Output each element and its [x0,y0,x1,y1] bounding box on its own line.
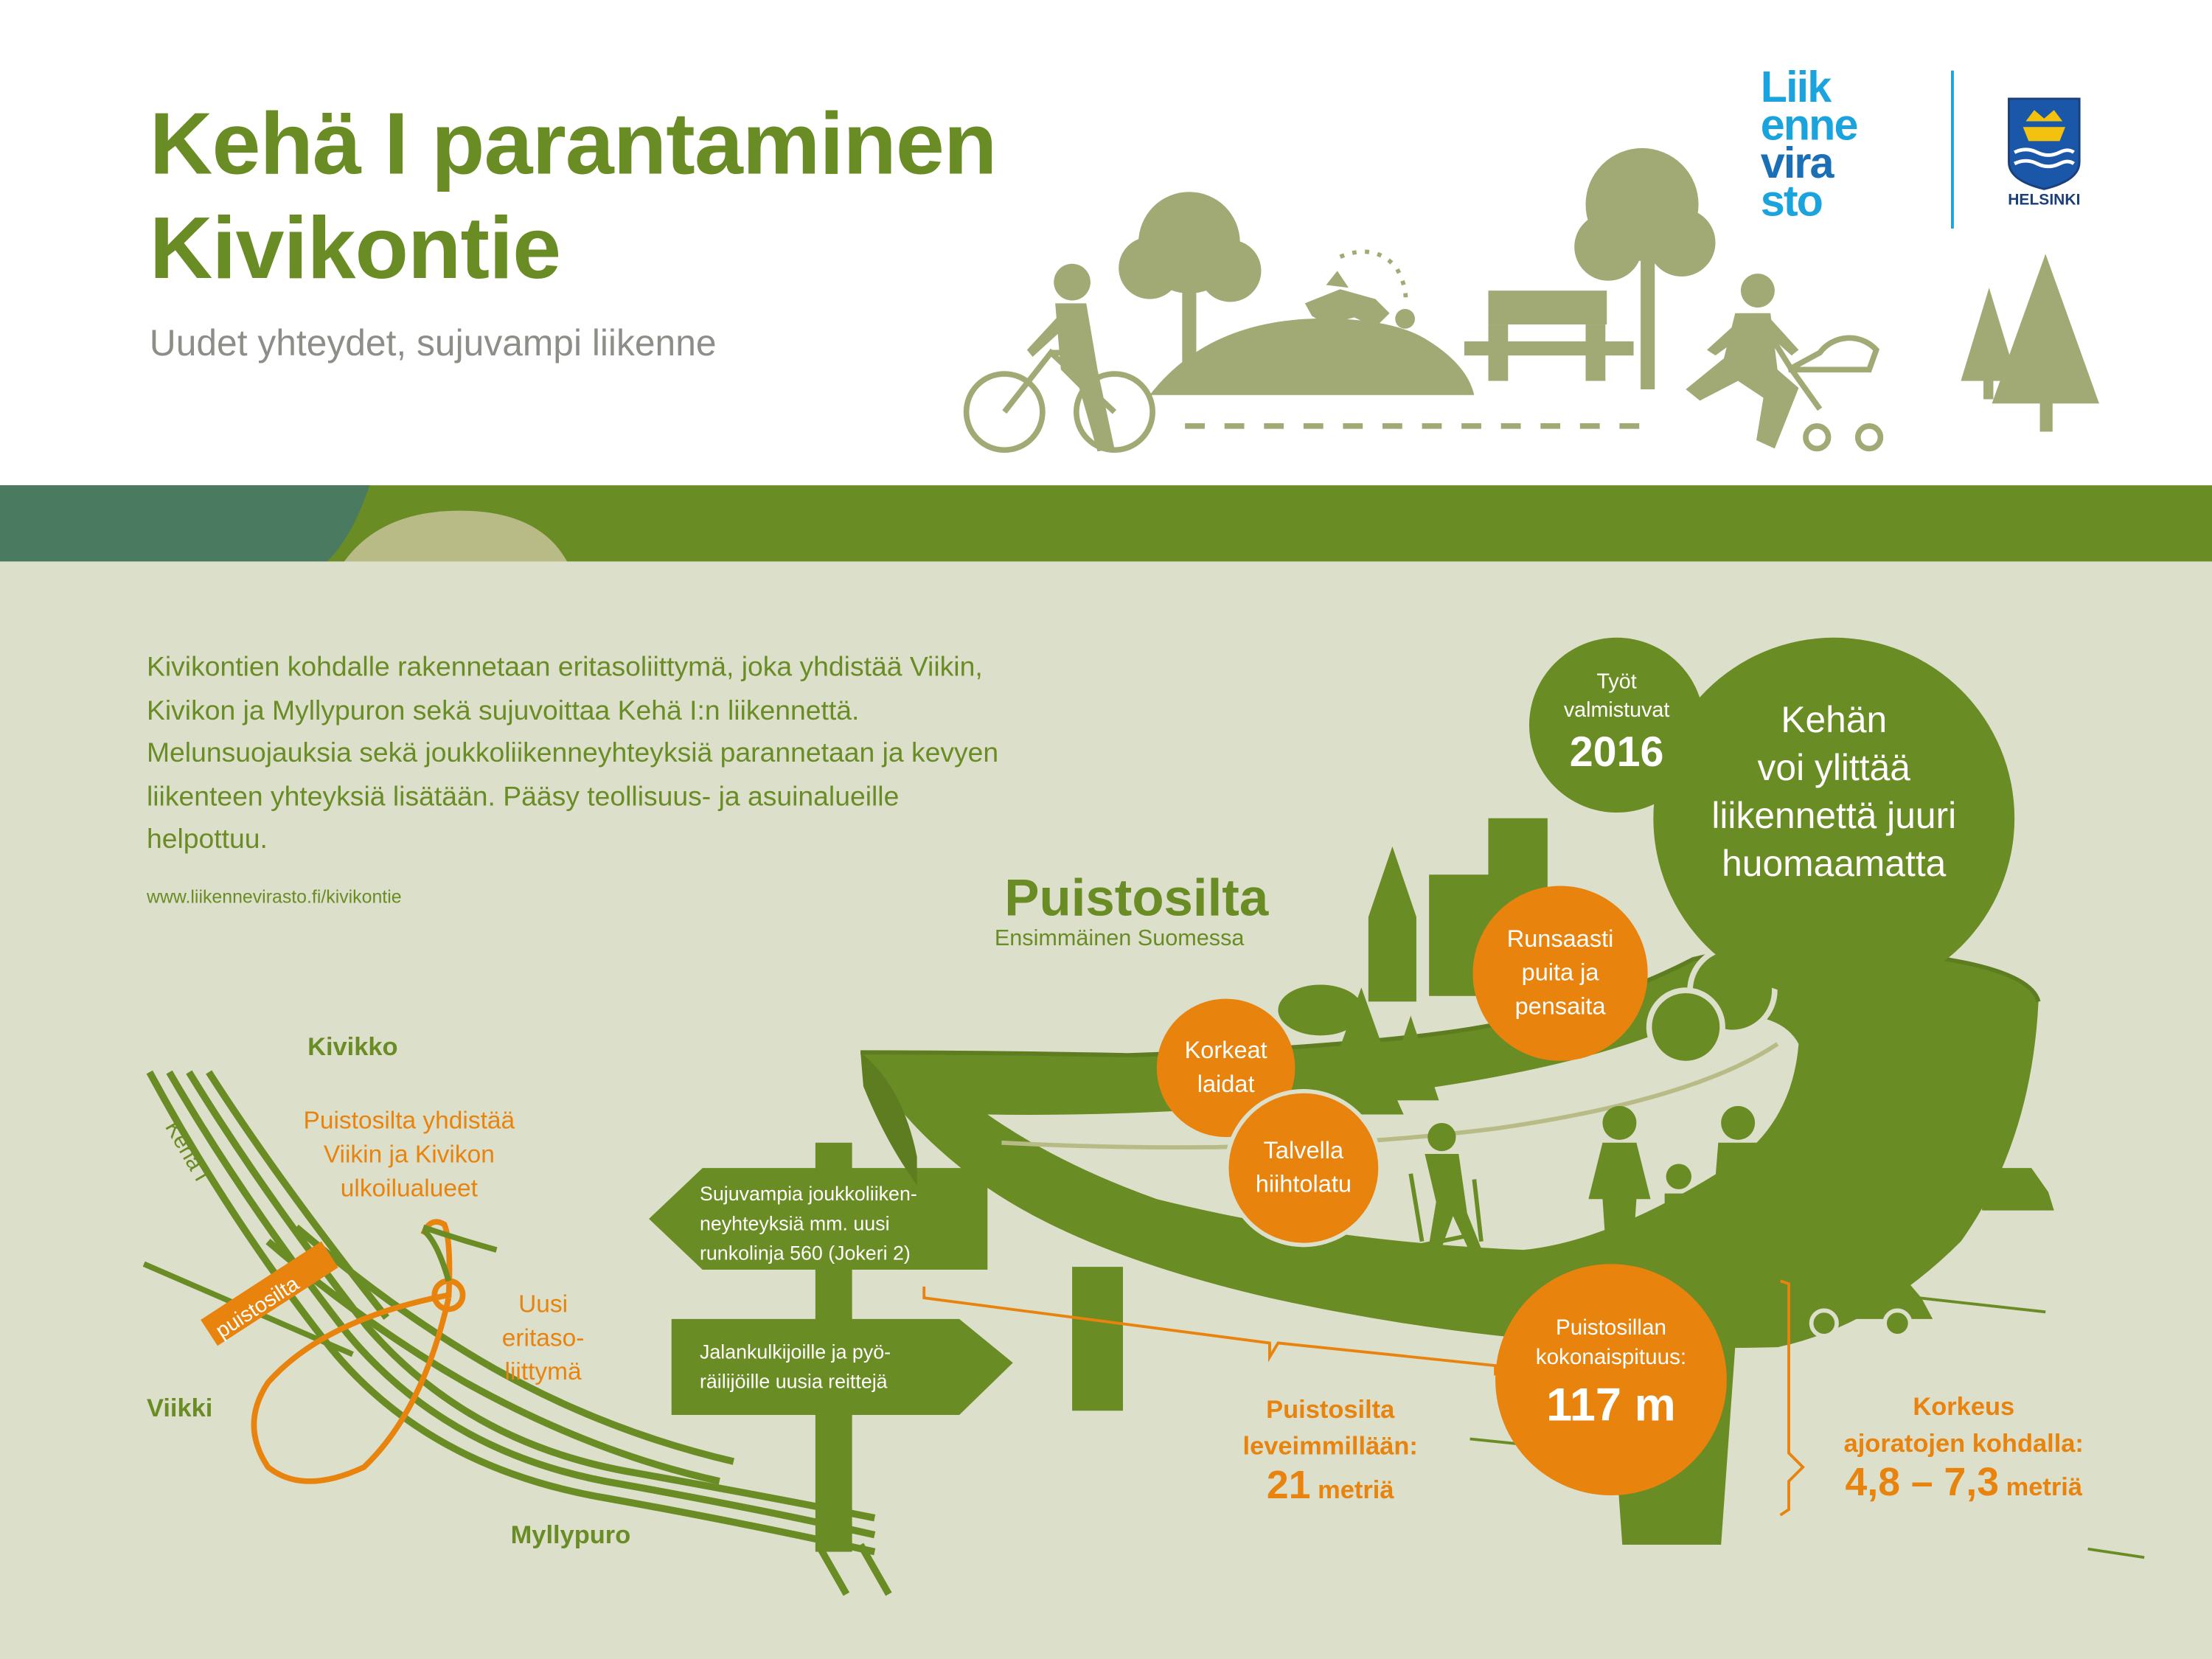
ski-poles [1385,1173,1484,1255]
puistosilta-subtitle: Ensimmäinen Suomessa [994,927,1245,951]
car-icon [1805,1168,2054,1338]
crossing-line: huomaamatta [1722,842,1947,885]
bike-wheel-front [963,371,1046,453]
high-sides-line: Korkeat [1184,1037,1267,1064]
length-label-line: Puistosillan [1555,1316,1666,1340]
cyclist-icon [1026,263,1115,452]
completion-line: Työt [1596,669,1637,695]
height-label-line: ajoratojen kohdalla: [1843,1429,2084,1458]
logo-divider [1951,70,1954,229]
length-label-line: kokonaispituus: [1535,1346,1687,1370]
sign-right-line: räilijöille uusia reittejä [699,1369,888,1393]
bike-wheel-back [1073,371,1155,453]
round-tree-icon [1119,192,1262,375]
sign-left-text: Sujuvampia joukkoliiken- neyhteyksiä mm.… [700,1179,917,1268]
map-note-bridge-line: Viikin ja Kivikon [323,1139,495,1169]
map-note-junction: Uusi eritaso- liittymä [480,1287,607,1388]
small-dog-icon [1808,1114,1855,1150]
header-illustration [963,147,2099,453]
title-line-2: Kivikontie [149,200,561,298]
signpost-icon [649,1142,1013,1552]
band-decoration [0,485,568,562]
dog-icon [1304,271,1390,327]
ball-icon [1395,309,1416,329]
sign-right-text: Jalankulkijoille ja pyö- räilijöille uus… [700,1338,891,1397]
bench-icon [1464,291,1634,381]
height-unit: metriä [2006,1472,2083,1501]
intro-text: Kivikontien kohdalle rakennetaan eritaso… [146,651,999,855]
pine-tree-icon [1961,254,2099,432]
width-value: 21 [1266,1463,1311,1507]
logo-line-4: sto [1760,176,1823,226]
high-sides-bubble: Korkeat laidat [1156,998,1295,1138]
page-title: Kehä I parantaminen Kivikontie [149,93,998,302]
trees-line: Runsaasti [1506,925,1614,953]
map-label-myllypuro: Myllypuro [510,1520,631,1549]
sign-left-line: neyhteyksiä mm. uusi [699,1211,890,1235]
logo-line-3: vira [1760,138,1834,188]
trees-line: pensaita [1514,992,1606,1020]
project-url-link[interactable]: www.liikennevirasto.fi/kivikontie [146,886,402,908]
width-label-line: leveimmillään: [1242,1431,1418,1461]
dimension-brackets [922,1279,1805,1517]
map-note-bridge-line: Puistosilta yhdistää [303,1106,515,1135]
trees-bubble: Runsaasti puita ja pensaita [1472,886,1648,1061]
height-stat: Korkeus ajoratojen kohdalla: 4,8 – 7,3 m… [1809,1388,2119,1506]
width-label-line: Puistosilta [1266,1395,1395,1424]
logo-line-1: Liik [1760,62,1832,112]
map-label-kivikko: Kivikko [307,1032,398,1061]
height-value: 4,8 – 7,3 [1845,1460,2000,1504]
height-label-line: Korkeus [1913,1392,2015,1421]
completion-year: 2016 [1569,729,1664,776]
map-note-junction-line: eritaso- [501,1323,585,1352]
helsinki-label: HELSINKI [2008,192,2081,209]
crossing-line: liikennettä juuri [1711,794,1957,837]
width-unit: metriä [1318,1475,1394,1504]
sign-right-arrow [671,1318,1013,1416]
page-subtitle: Uudet yhteydet, sujuvampi liikenne [149,321,717,364]
ski-trail-line: Talvella [1263,1137,1344,1164]
sign-left-line: runkolinja 560 (Jokeri 2) [699,1241,911,1265]
ski-trail-line: hiihtolatu [1255,1171,1352,1198]
stroller-icon [1787,335,1880,373]
crossing-bubble: Kehän voi ylittää liikennettä juuri huom… [1653,637,2015,999]
title-line-1: Kehä I parantaminen [149,96,998,194]
liikennevirasto-logo: Liik enne vira sto [1760,62,1916,226]
helsinki-crest-icon [2008,97,2081,190]
trees-line: puita ja [1521,959,1599,987]
runner-icon [1686,274,1799,449]
map-label-viikki: Viikki [146,1394,213,1422]
sign-right-line: Jalankulkijoille ja pyö- [699,1340,891,1363]
church-tower-icon [1368,846,1416,1002]
skier-icon [1425,1122,1484,1259]
length-bubble: Puistosillan kokonaispituus: 117 m [1495,1264,1727,1496]
sign-left-line: Sujuvampia joukkoliiken- [699,1182,917,1205]
family-icon [1588,1055,1896,1242]
tall-tree-icon [1574,147,1716,390]
logo-line-2: enne [1760,100,1859,150]
completion-line: valmistuvat [1563,698,1670,723]
puistosilta-title: Puistosilta [1004,869,1269,928]
map-note-bridge: Puistosilta yhdistää Viikin ja Kivikon u… [268,1103,551,1205]
puistosilta-tag-shape [201,1241,338,1346]
crossing-line: Kehän [1781,698,1888,741]
high-sides-line: laidat [1197,1071,1255,1098]
crossing-line: voi ylittää [1757,746,1910,789]
length-value: 117 m [1546,1378,1676,1431]
sign-left-arrow [649,1168,988,1270]
map-note-junction-line: liittymä [504,1357,582,1385]
map-note-bridge-line: ulkoilualueet [340,1173,478,1203]
map-note-junction-line: Uusi [518,1289,568,1318]
width-stat: Puistosilta leveimmillään: 21 metriä [1211,1391,1450,1508]
hill-shape [1150,318,1475,395]
ski-trail-bubble: Talvella hiihtolatu [1224,1089,1382,1248]
